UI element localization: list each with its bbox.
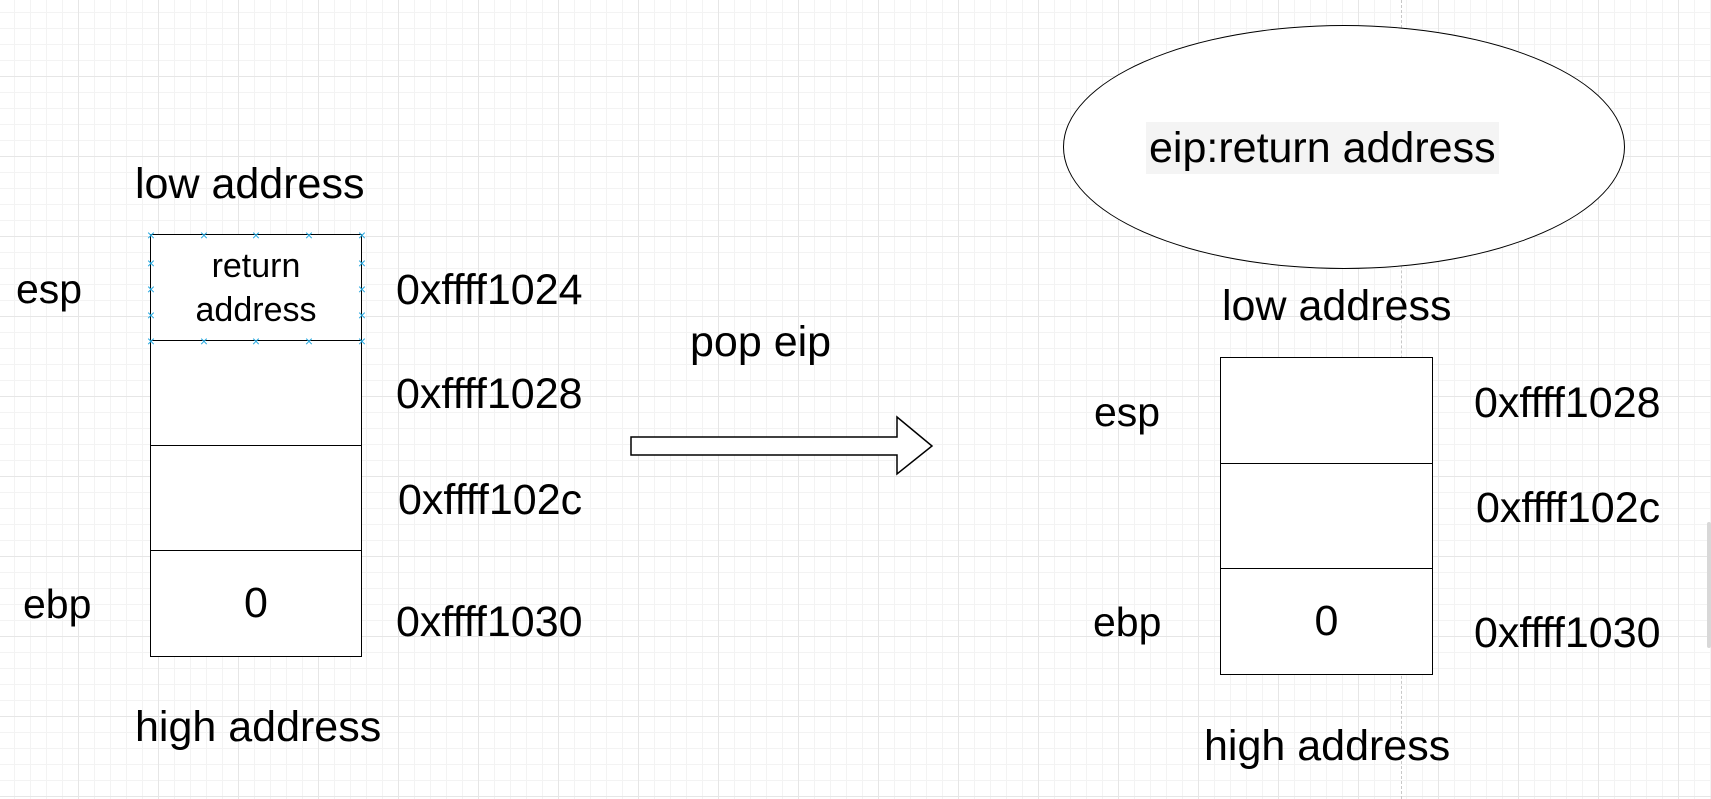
stack-cell-ebp-value[interactable]: 0: [151, 550, 361, 655]
selection-handle-icon[interactable]: ×: [199, 227, 209, 243]
before-esp-label: esp: [16, 266, 83, 312]
selection-handle-icon[interactable]: ×: [304, 333, 314, 349]
stack-cell[interactable]: [151, 445, 361, 551]
eip-register-label: eip:return address: [1146, 122, 1499, 174]
selection-handle-icon[interactable]: ×: [357, 227, 367, 243]
selection-handle-icon[interactable]: ×: [199, 333, 209, 349]
before-address-1: 0xffff1028: [396, 370, 583, 418]
selection-handle-icon[interactable]: ×: [251, 333, 261, 349]
after-stack[interactable]: 0: [1220, 357, 1433, 675]
canvas-scrollbar[interactable]: [1707, 522, 1711, 648]
selection-handle-icon[interactable]: ×: [146, 281, 156, 297]
selection-handle-icon[interactable]: ×: [304, 227, 314, 243]
pop-eip-label: pop eip: [690, 318, 832, 366]
selection-handle-icon[interactable]: ×: [146, 333, 156, 349]
stack-cell[interactable]: [1221, 463, 1432, 569]
before-address-0: 0xffff1024: [396, 266, 583, 314]
after-address-1: 0xffff102c: [1476, 484, 1661, 532]
stack-cell-ebp-value[interactable]: 0: [1221, 568, 1432, 673]
selection-handle-icon[interactable]: ×: [357, 281, 367, 297]
after-high-address-label: high address: [1204, 722, 1451, 770]
stack-cell[interactable]: [1221, 358, 1432, 464]
selection-handle-icon[interactable]: ×: [146, 255, 156, 271]
before-high-address-label: high address: [135, 703, 382, 751]
selection-handle-icon[interactable]: ×: [146, 227, 156, 243]
after-esp-label: esp: [1094, 389, 1161, 435]
after-address-0: 0xffff1028: [1474, 379, 1661, 427]
after-ebp-label: ebp: [1093, 599, 1162, 645]
selection-handle-icon[interactable]: ×: [357, 333, 367, 349]
before-stack[interactable]: return address 0: [150, 234, 362, 657]
selection-handle-icon[interactable]: ×: [357, 307, 367, 323]
selection-handle-icon[interactable]: ×: [357, 255, 367, 271]
after-address-2: 0xffff1030: [1474, 609, 1661, 657]
selection-handle-icon[interactable]: ×: [251, 227, 261, 243]
before-address-3: 0xffff1030: [396, 598, 583, 646]
before-low-address-label: low address: [135, 160, 365, 208]
before-address-2: 0xffff102c: [398, 476, 583, 524]
after-low-address-label: low address: [1222, 282, 1452, 330]
before-ebp-label: ebp: [23, 581, 92, 627]
stack-cell[interactable]: [151, 340, 361, 446]
right-block-arrow-icon[interactable]: [630, 415, 935, 477]
stack-cell-return-address[interactable]: return address: [195, 246, 317, 329]
selection-handle-icon[interactable]: ×: [146, 307, 156, 323]
